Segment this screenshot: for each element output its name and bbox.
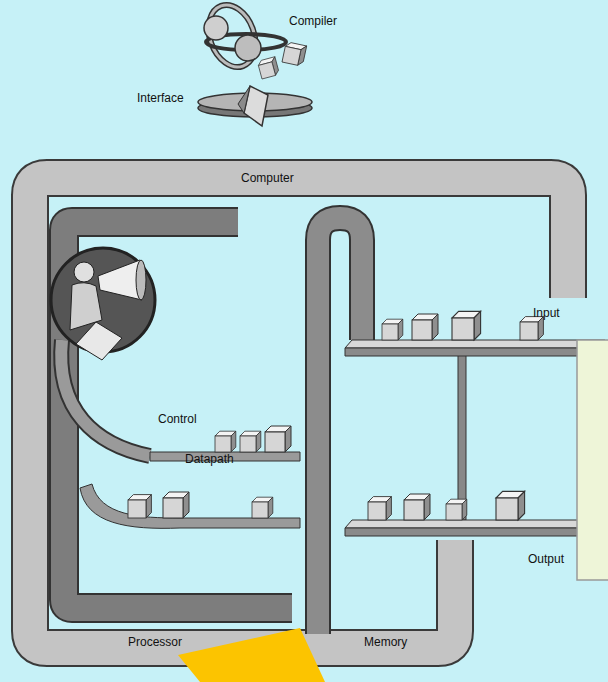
control-unit: Control [150, 410, 300, 455]
memory-column [318, 218, 362, 634]
processor-region: ProcessorControlDatapath [45, 205, 245, 625]
component-label: Processor [128, 635, 182, 649]
computer-housing: ComputerProcessorControlDatapathMemoryIn… [12, 153, 602, 669]
component-label: Computer [241, 171, 294, 185]
component-label: Datapath [185, 452, 234, 466]
yellow-marker [178, 628, 325, 682]
compiler-label: Compiler [289, 14, 337, 28]
control-person [51, 248, 155, 456]
compiler-figure [200, 0, 306, 79]
side-panel [577, 340, 608, 580]
input-device: Input [345, 300, 603, 360]
computer-frame [30, 178, 568, 648]
component-label: Control [158, 412, 197, 426]
io-shelves [345, 311, 605, 536]
memory-unit: Memory [300, 205, 380, 635]
component-label: Memory [364, 635, 407, 649]
datapath-unit: Datapath [115, 450, 300, 530]
component-label: Output [528, 552, 564, 566]
output-device: Output [345, 505, 603, 570]
processor-band [64, 222, 292, 608]
interface-disk [198, 86, 312, 126]
interface-label: Interface [137, 91, 184, 105]
datapath-shelf [80, 484, 300, 528]
component-label: Input [533, 306, 560, 320]
